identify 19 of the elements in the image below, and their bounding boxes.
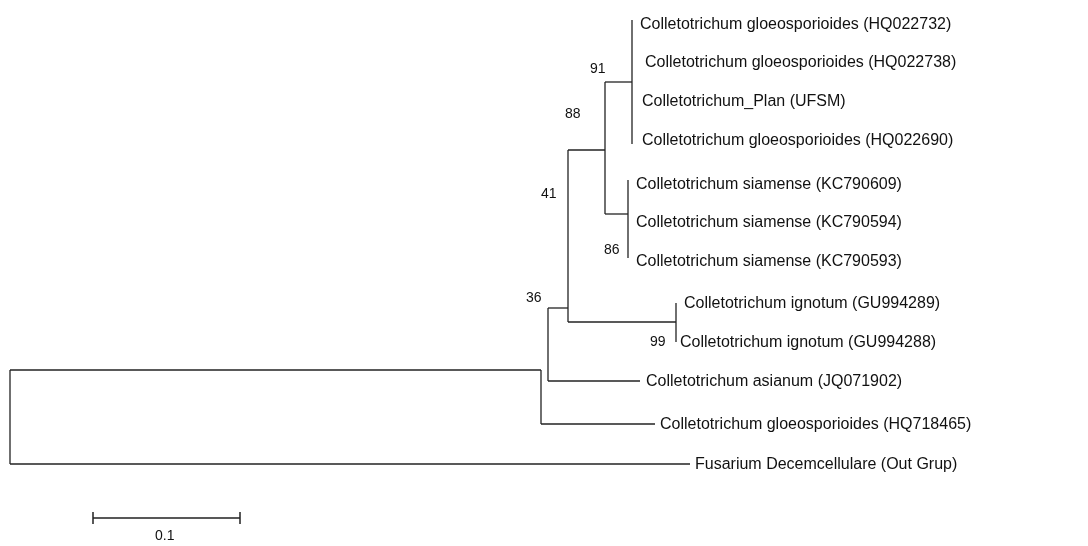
taxon-label: Colletotrichum asianum (JQ071902) (646, 373, 903, 389)
bootstrap-value: 41 (541, 186, 557, 200)
taxon-label: Colletotrichum gloeosporioides (HQ022690) (642, 132, 954, 148)
taxon-label: Colletotrichum gloeosporioides (HQ022732) (640, 16, 952, 32)
taxon-label: Colletotrichum siamense (KC790609) (636, 176, 902, 192)
taxon-label: Colletotrichum siamense (KC790593) (636, 253, 902, 269)
bootstrap-value: 99 (650, 334, 666, 348)
bootstrap-value: 91 (590, 61, 606, 75)
taxon-label: Colletotrichum siamense (KC790594) (636, 214, 902, 230)
taxon-label: Colletotrichum_Plan (UFSM) (642, 93, 846, 109)
bootstrap-value: 86 (604, 242, 620, 256)
bootstrap-value: 88 (565, 106, 581, 120)
taxon-label: Colletotrichum ignotum (GU994289) (684, 295, 941, 311)
bootstrap-value: 36 (526, 290, 542, 304)
taxon-label: Colletotrichum gloeosporioides (HQ718465) (660, 416, 972, 432)
taxon-label: Colletotrichum ignotum (GU994288) (680, 334, 937, 350)
taxon-label: Colletotrichum gloeosporioides (HQ022738) (645, 54, 957, 70)
scale-label: 0.1 (155, 528, 175, 542)
taxon-label: Fusarium Decemcellulare (Out Grup) (695, 456, 958, 472)
